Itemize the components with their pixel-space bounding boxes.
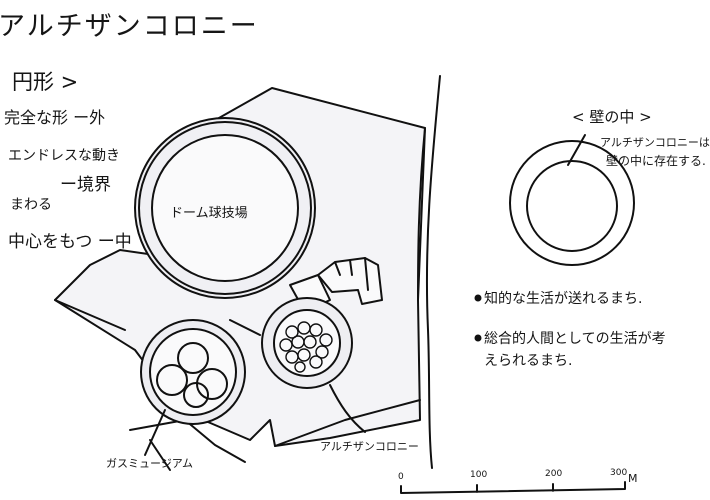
scale-tick-label: 200 xyxy=(545,469,563,479)
colony-cells xyxy=(279,321,333,373)
wall-note: 壁の中に存在する. xyxy=(606,154,706,168)
note-item: エンドレスな動き xyxy=(8,148,120,164)
bullet-dot xyxy=(474,334,482,342)
bullet-dot xyxy=(474,294,482,302)
road-line xyxy=(425,75,441,469)
colony-label: アルチザンコロニー xyxy=(320,440,419,453)
bullet-text: 知的な生活が送れるまち. xyxy=(484,291,643,307)
gas-tank xyxy=(177,342,209,374)
site-edge-lower xyxy=(274,399,421,447)
scale-tick-label: 0 xyxy=(398,472,404,482)
wall-inner xyxy=(526,160,618,252)
gas-museum-label: ガスミュージアム xyxy=(106,457,194,470)
note-item: 中心をもつ ー中 xyxy=(8,232,132,252)
bullet-text: 総合的人間としての生活が考 xyxy=(484,331,666,347)
scale-unit: M xyxy=(628,472,638,485)
note-item: ー境界 xyxy=(60,175,111,195)
note-item: 完全な形 ー外 xyxy=(4,108,106,127)
road-line-inner xyxy=(417,127,426,301)
gas-museum-leader xyxy=(144,409,166,456)
gas-tank xyxy=(156,364,188,396)
dome-outer-2 xyxy=(138,121,312,295)
gas-tank xyxy=(183,382,209,408)
dome-inner xyxy=(151,134,299,282)
colony-inner xyxy=(273,309,341,377)
wall-note: アルチザンコロニーは xyxy=(600,136,710,149)
bullet-text: えられるまち. xyxy=(484,353,573,369)
scale-bar xyxy=(400,481,626,494)
note-item: まわる xyxy=(10,197,52,213)
page-title: アルチザンコロニー xyxy=(0,11,259,42)
wall-outer xyxy=(509,140,635,266)
shape-heading: 円形 > xyxy=(12,70,79,94)
scale-tick-label: 300 xyxy=(610,468,628,478)
wall-leader xyxy=(567,134,586,166)
site-edge-left xyxy=(54,299,261,336)
building-detail xyxy=(334,257,369,291)
dome-label: ドーム球技場 xyxy=(170,206,248,221)
scale-tick-label: 100 xyxy=(470,470,488,480)
wall-heading: < 壁の中 > xyxy=(572,108,652,126)
colony-leader xyxy=(329,384,366,433)
